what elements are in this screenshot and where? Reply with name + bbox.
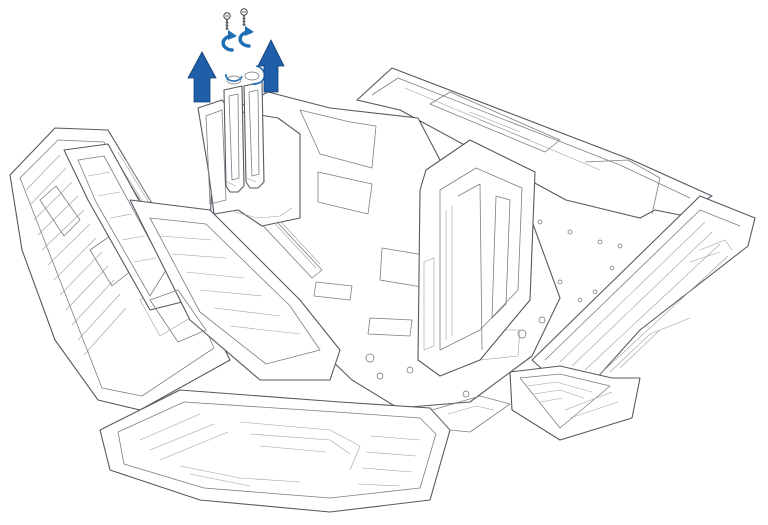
rotate-ccw-icon [238, 26, 254, 48]
screw-hole-right [244, 71, 260, 81]
expansion-bracket-left [223, 85, 245, 193]
case-front-bottom [99, 389, 511, 513]
case-left-inner [129, 199, 341, 381]
case-right-wing [531, 195, 756, 386]
expansion-bracket-right [243, 81, 265, 189]
up-arrow-icon [257, 39, 285, 93]
drive-cage [417, 139, 536, 377]
up-arrow-icon [187, 51, 217, 103]
rotate-marker-left [225, 73, 243, 82]
case-top-right-shell [356, 67, 713, 219]
rotate-ccw-icon [221, 30, 237, 52]
case-right-foot [509, 365, 641, 441]
screw-hole-left [226, 75, 242, 85]
case-left-wing [9, 127, 231, 411]
fan-rail [63, 143, 183, 311]
screw-icon [223, 12, 231, 30]
screw-icon [240, 8, 248, 26]
